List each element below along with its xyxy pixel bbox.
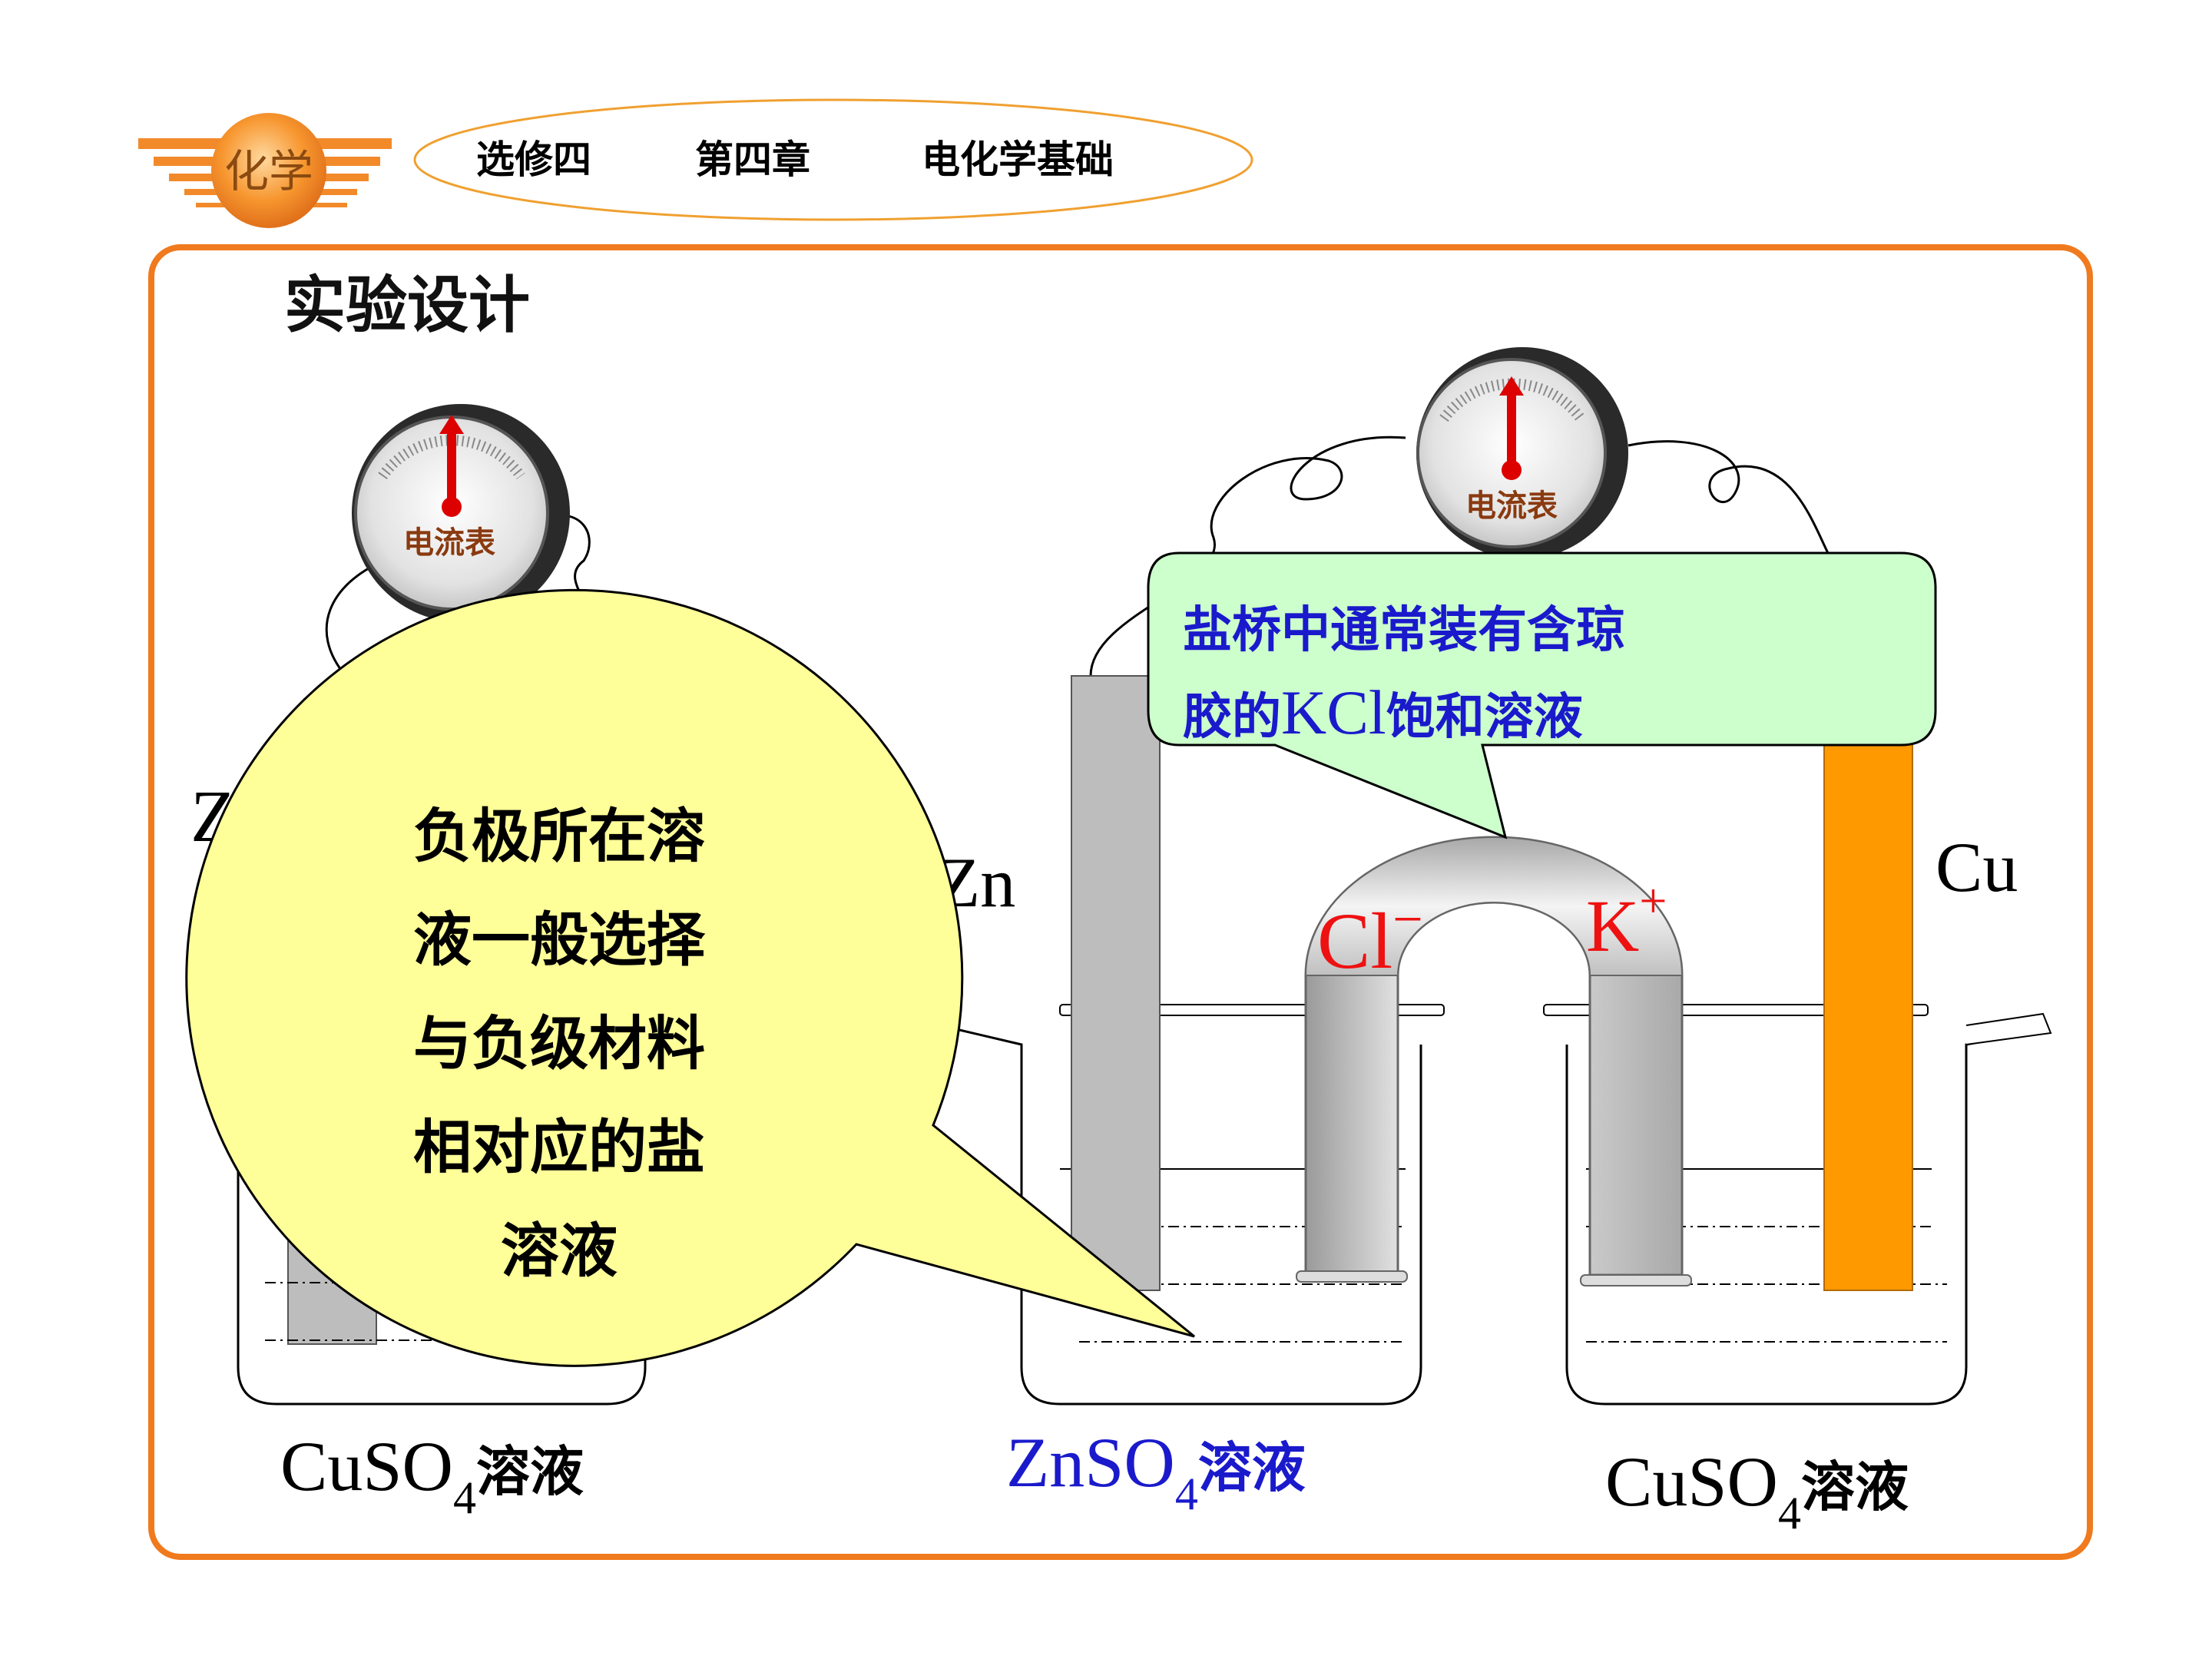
callout-yellow-line-2: 液一般选择 (413, 906, 706, 974)
slide-title: 实验设计 (284, 270, 530, 341)
callout-yellow-line-4: 相对应的盐 (413, 1113, 705, 1181)
logo-badge (211, 113, 326, 228)
header: 化学 选修四 第四章 电化学基础 (138, 98, 1253, 228)
header-course: 选修四 (476, 137, 591, 182)
callout-green-line2: 胶的KCl饱和溶液 (1183, 677, 1583, 747)
right-ammeter-label: 电流表 (1465, 488, 1558, 524)
cu-solution-label: CuSO4溶液 (1605, 1442, 1909, 1538)
right-ammeter-icon: 电流表 (1416, 347, 1628, 559)
potassium-ion-label: K+ (1586, 873, 1667, 967)
cu-beaker (1565, 1028, 2048, 1406)
left-solution-label: CuSO4溶液 (280, 1427, 584, 1523)
header-chapter: 第四章 (695, 137, 810, 182)
callout-green-line1: 盐桥中通常装有含琼 (1183, 602, 1625, 659)
zn-solution-label: ZnSO4溶液 (1006, 1423, 1306, 1519)
chloride-ion-label: Cl− (1317, 890, 1423, 985)
cu-electrode (1823, 675, 1913, 1291)
left-ammeter-label: 电流表 (403, 525, 495, 561)
salt-bridge (1296, 836, 1692, 1286)
galvanic-cell: Cl− K+ Zn Cu 电流表 ZnSO4溶液 CuSO4溶液 (937, 347, 2052, 1538)
callout-yellow-line-3: 与负级材料 (413, 1009, 705, 1078)
left-ammeter-icon: 电流表 (352, 404, 570, 622)
header-oval (413, 98, 1253, 221)
logo-text: 化学 (224, 145, 313, 197)
zn-beaker (955, 1028, 1422, 1406)
callout-yellow-line-5: 溶液 (501, 1217, 618, 1285)
anode-solution-callout: 负极所在溶 液一般选择 与负级材料 相对应的盐 溶液 (185, 588, 1195, 1367)
zn-electrode (1071, 675, 1161, 1291)
salt-bridge-callout: 盐桥中通常装有含琼 胶的KCl饱和溶液 (1147, 551, 1937, 839)
cu-label: Cu (1936, 828, 2018, 906)
callout-yellow-line-1: 负极所在溶 (413, 802, 705, 870)
left-beaker (237, 1029, 647, 1406)
header-topic: 电化学基础 (922, 137, 1114, 182)
